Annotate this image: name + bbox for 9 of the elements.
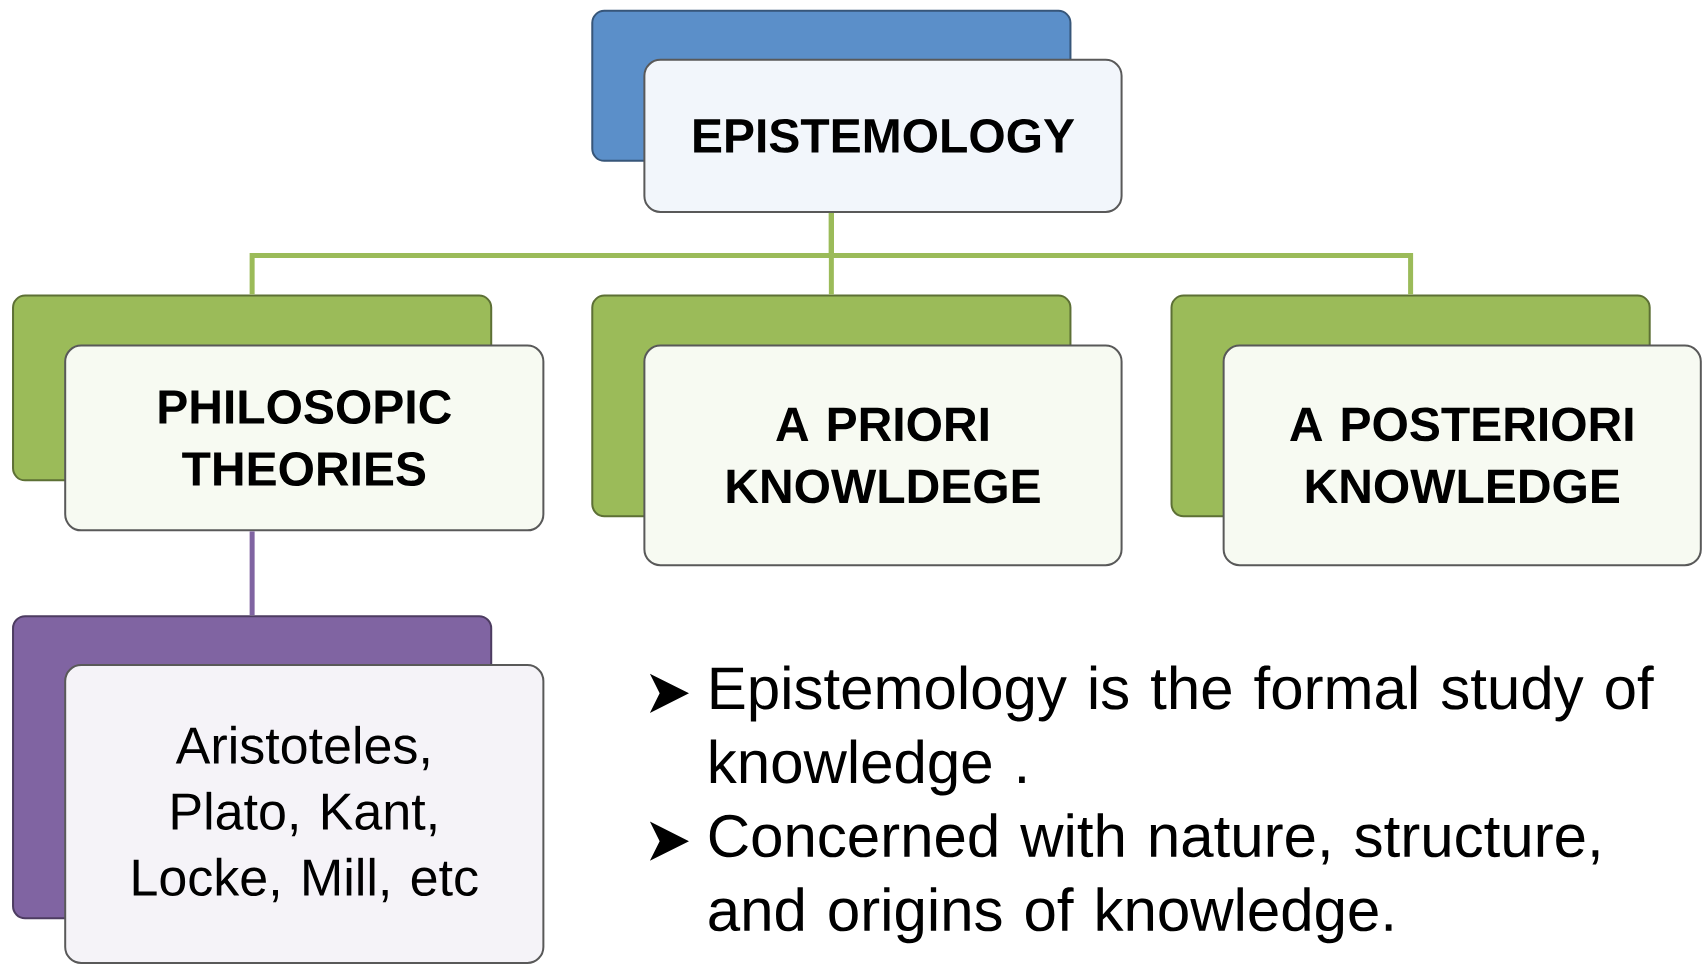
- layered-box: Aristoteles, Plato, Kant, Locke, Mill, etc: [12, 615, 545, 964]
- bullet-text: Epistemology is the formal study of knowledge .: [710, 665, 1654, 796]
- layered-box: PHILOSOPIC THEORIES: [12, 294, 545, 532]
- bullet-text: Concerned with nature, structure, and origins of knowledge.: [709, 813, 1599, 944]
- connector-line: [828, 212, 1414, 295]
- layered-box: A POSTERIORI KNOWLEDGE: [1170, 294, 1702, 567]
- connector-line: [249, 531, 255, 616]
- layered-box: EPISTEMOLOGY: [591, 9, 1123, 213]
- layered-box: A PRIORI KNOWLDEGE: [591, 294, 1123, 567]
